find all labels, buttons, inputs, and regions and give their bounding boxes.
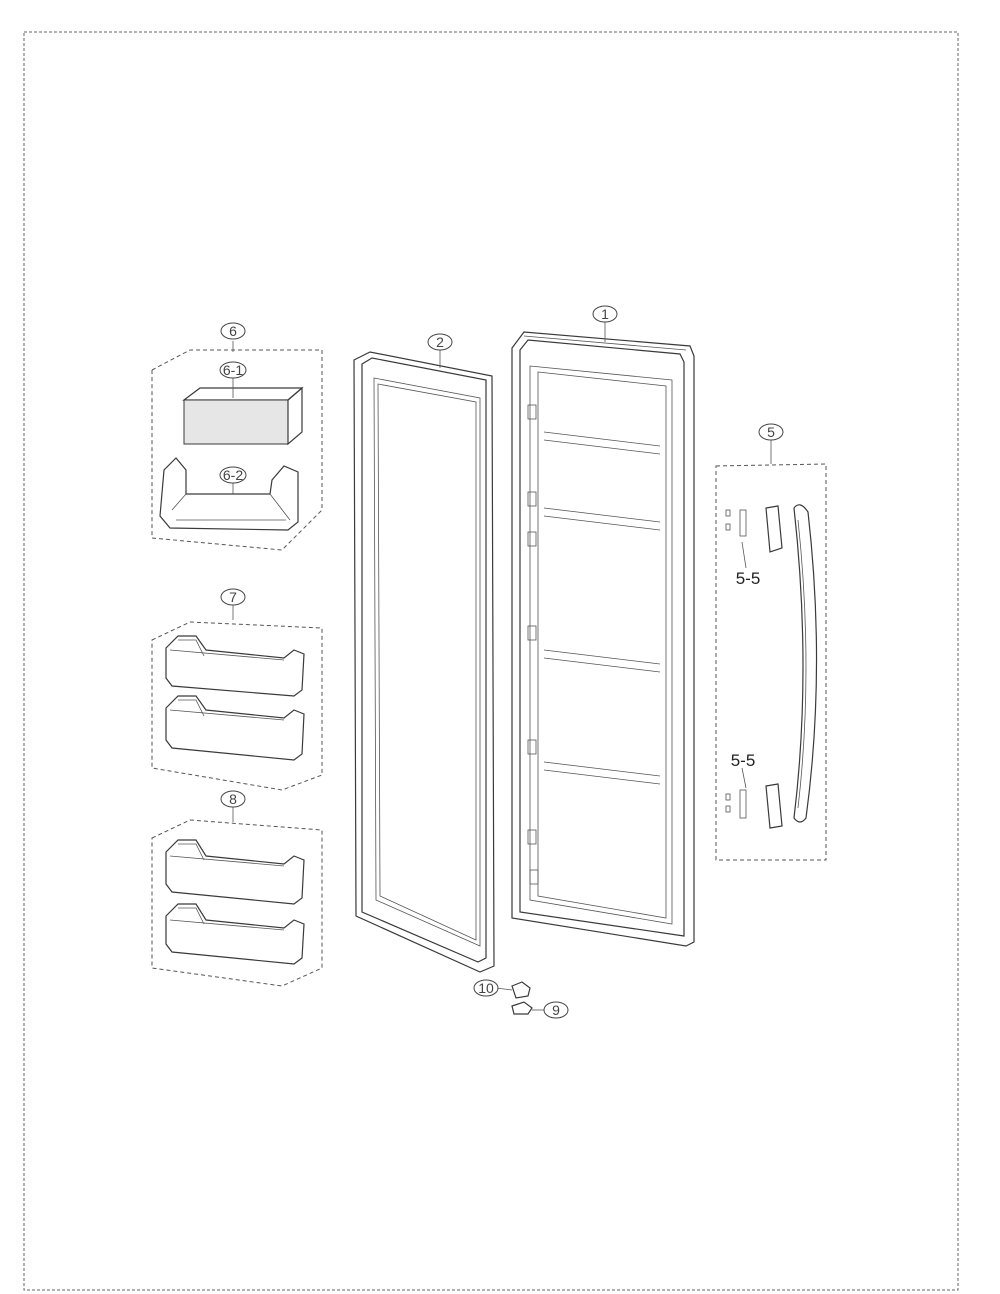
svg-text:5-5: 5-5 xyxy=(731,751,756,770)
callout-5: 5 xyxy=(758,423,784,441)
dairy-bin xyxy=(159,457,299,531)
svg-text:6-1: 6-1 xyxy=(223,362,243,378)
door-guard-lower-8 xyxy=(165,903,305,965)
svg-text:5: 5 xyxy=(767,424,775,440)
callout-6-2: 6-2 xyxy=(219,466,247,484)
door-guard-lower xyxy=(165,695,305,761)
callout-10: 10 xyxy=(473,979,499,997)
svg-text:1: 1 xyxy=(601,306,609,322)
svg-text:7: 7 xyxy=(229,589,237,605)
callout-6: 6 xyxy=(220,322,246,340)
callout-1: 1 xyxy=(592,305,618,323)
svg-text:2: 2 xyxy=(436,334,444,350)
part-group-7: 7 xyxy=(151,588,323,791)
part-group-6: 6 6-1 6-2 xyxy=(151,322,323,551)
callout-8: 8 xyxy=(220,790,246,808)
hinge-parts: 10 9 xyxy=(473,979,569,1019)
door-guard-upper-8 xyxy=(165,839,305,905)
part-group-8: 8 xyxy=(151,790,323,987)
callout-6-1: 6-1 xyxy=(219,361,247,379)
callout-7: 7 xyxy=(220,588,246,606)
door-guard-upper xyxy=(165,635,305,697)
drawing-frame xyxy=(23,31,959,1291)
svg-text:5-5: 5-5 xyxy=(736,569,761,588)
door-assembly: 1 xyxy=(511,305,695,947)
sub-label-top: 5-5 xyxy=(736,569,761,588)
sub-label-bottom: 5-5 xyxy=(731,751,756,770)
svg-text:8: 8 xyxy=(229,791,237,807)
callout-2: 2 xyxy=(427,333,453,351)
svg-text:6: 6 xyxy=(229,323,237,339)
callout-9: 9 xyxy=(543,1001,569,1019)
part-group-5: 5-5 5-5 5 xyxy=(715,423,827,861)
dairy-bin-cover xyxy=(182,375,304,446)
svg-text:9: 9 xyxy=(552,1002,560,1018)
door-gasket: 2 xyxy=(353,333,495,973)
svg-text:6-2: 6-2 xyxy=(223,467,243,483)
svg-text:10: 10 xyxy=(478,980,494,996)
